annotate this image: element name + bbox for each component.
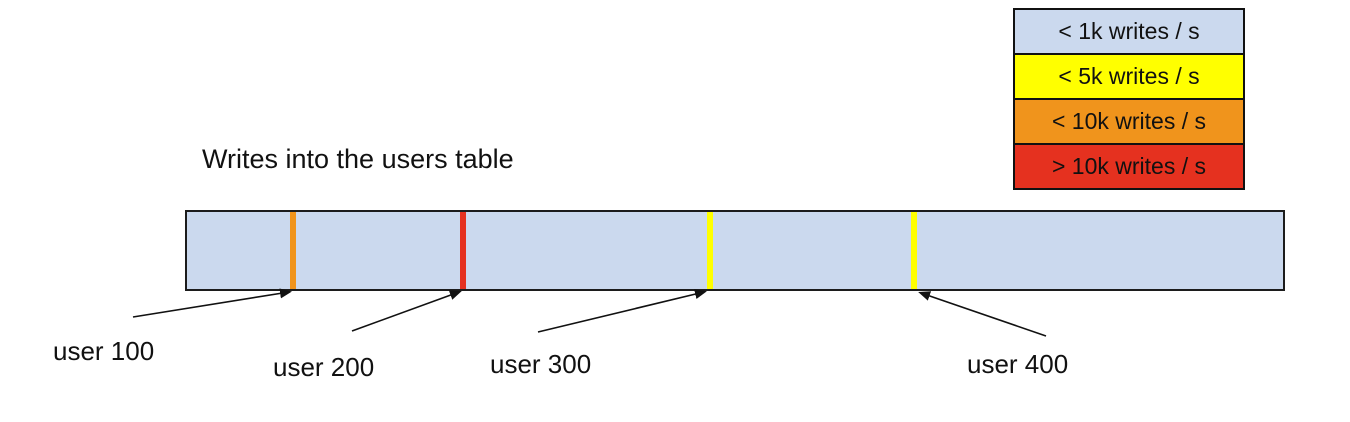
label-user-300: user 300 [490, 349, 592, 379]
legend-item-under-1k: < 1k writes / s [1015, 10, 1243, 53]
arrow-user-400 [918, 291, 1047, 337]
diagram-title: Writes into the users table [202, 144, 514, 174]
hotspot-stripe-user-100 [290, 212, 296, 289]
users-table-bar [185, 210, 1285, 291]
hotspot-stripe-user-200 [460, 212, 466, 289]
label-user-400: user 400 [967, 349, 1069, 379]
arrow-user-200 [351, 290, 462, 332]
label-user-200: user 200 [273, 352, 375, 382]
legend-item-under-10k: < 10k writes / s [1015, 98, 1243, 143]
legend-item-over-10k: > 10k writes / s [1015, 143, 1243, 188]
arrow-user-100 [132, 288, 292, 318]
hotspot-stripe-user-300 [707, 212, 713, 289]
legend: < 1k writes / s < 5k writes / s < 10k wr… [1013, 8, 1245, 190]
label-user-100: user 100 [53, 336, 155, 366]
legend-item-under-5k: < 5k writes / s [1015, 53, 1243, 98]
hotspot-stripe-user-400 [911, 212, 917, 289]
arrow-user-300 [537, 289, 707, 333]
